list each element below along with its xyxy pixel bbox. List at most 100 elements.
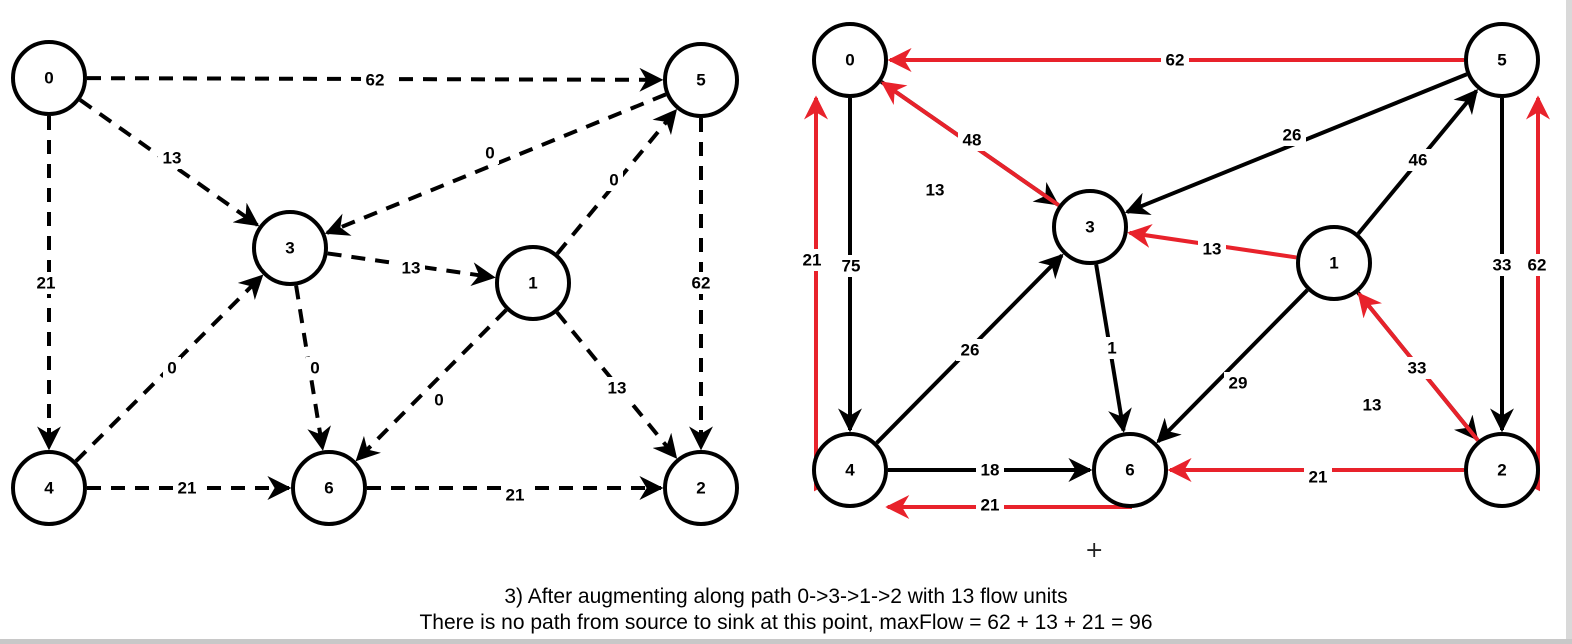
edge-label-5-2: 33 (1493, 256, 1512, 275)
edge-1-to-6 (355, 308, 508, 462)
edge-label-background (687, 272, 715, 294)
window-bottom-edge (0, 639, 1572, 644)
edge-label-5-3: 26 (1283, 126, 1302, 145)
node-6: 6 (1092, 432, 1168, 508)
edge-label-3-6: 1 (1107, 339, 1116, 358)
edge-1-to-5 (555, 108, 678, 256)
node-label: 1 (1329, 254, 1338, 273)
edge-4-to-0 (804, 95, 828, 492)
edge-label-0-3: 48 (963, 131, 982, 150)
edge-label-background (173, 477, 201, 499)
node-3: 3 (1052, 189, 1128, 265)
edge-label-background (158, 147, 186, 169)
edge-2-to-5 (1526, 95, 1550, 492)
edge-label-background (1358, 394, 1386, 416)
node-label: 6 (324, 479, 333, 498)
node-label: 6 (1125, 461, 1134, 480)
node-circle (1296, 225, 1372, 301)
edge-label-1-6: 0 (434, 391, 443, 410)
node-4: 4 (812, 432, 888, 508)
node-label: 1 (528, 274, 537, 293)
node-label: 2 (1497, 461, 1506, 480)
edge-label-background (361, 69, 389, 91)
node-circle (11, 450, 87, 526)
edge-label-background (1161, 49, 1189, 71)
node-0: 0 (812, 22, 888, 98)
node-1: 1 (495, 245, 571, 321)
edge-label-background (976, 459, 1004, 481)
edge-label-background (837, 255, 865, 277)
edge-label-0-3: 13 (163, 149, 182, 168)
window-edge (1566, 0, 1572, 644)
edge-label-background (481, 142, 499, 164)
edge-label-background (1304, 466, 1332, 488)
edge-label-1-2: 33 (1408, 359, 1427, 378)
node-circle (663, 42, 739, 118)
edge-label-6-2: 21 (506, 486, 525, 505)
edge-label-5-2: 62 (692, 274, 711, 293)
edge-label-0-4: 75 (842, 257, 861, 276)
node-circle (495, 245, 571, 321)
edge-label-1-6: 29 (1229, 374, 1248, 393)
edge-label-3-0: 13 (926, 181, 945, 200)
node-circle (1052, 189, 1128, 265)
node-1: 1 (1296, 225, 1372, 301)
edge-1-to-2 (555, 311, 678, 459)
edge-label-4-0: 21 (803, 251, 822, 270)
caption-line-1: 3) After augmenting along path 0->3->1->… (504, 585, 1068, 608)
edge-label-background (397, 257, 425, 279)
node-circle (1092, 432, 1168, 508)
edge-label-background (1403, 357, 1431, 379)
edge-6-to-4 (885, 495, 1132, 519)
node-label: 2 (696, 479, 705, 498)
edge-label-4-3: 0 (167, 359, 176, 378)
edge-label-2-5: 62 (1528, 256, 1547, 275)
edge-label-1-5: 0 (609, 171, 618, 190)
edge-label-5-0: 62 (1166, 51, 1185, 70)
edge-label-background (430, 389, 448, 411)
node-circle (252, 210, 328, 286)
edge-label-3-6: 0 (310, 359, 319, 378)
edge-label-2-6: 21 (1309, 468, 1328, 487)
edge-label-background (958, 129, 986, 151)
node-5: 5 (663, 42, 739, 118)
edge-label-background (798, 249, 826, 271)
edge-label-1-5: 46 (1409, 151, 1428, 170)
edge-1-to-6 (1156, 288, 1309, 444)
edge-label-3-1: 13 (402, 259, 421, 278)
edge-label-1-3: 13 (1203, 240, 1222, 259)
edge-label-background (306, 357, 324, 379)
edge-label-background (605, 169, 623, 191)
node-3: 3 (252, 210, 328, 286)
node-0: 0 (11, 40, 87, 116)
node-circle (291, 450, 367, 526)
edge-label-background (1278, 124, 1306, 146)
edge-label-background (603, 377, 631, 399)
edge-label-background (1404, 149, 1432, 171)
node-label: 5 (1497, 51, 1506, 70)
node-label: 0 (44, 69, 53, 88)
edge-label-0-5: 62 (366, 71, 385, 90)
node-label: 0 (845, 51, 854, 70)
node-5: 5 (1464, 22, 1540, 98)
node-circle (1464, 432, 1540, 508)
node-circle (11, 40, 87, 116)
edge-label-background (976, 494, 1004, 516)
edge-label-background (1198, 238, 1226, 260)
node-circle (812, 22, 888, 98)
edge-label-1-2: 13 (608, 379, 627, 398)
caption-line-2: There is no path from source to sink at … (419, 611, 1153, 634)
edge-label-4-3: 26 (961, 341, 980, 360)
node-2: 2 (1464, 432, 1540, 508)
edge-label-background (956, 339, 984, 361)
edge-label-background (1224, 372, 1252, 394)
node-label: 4 (44, 479, 54, 498)
node-2: 2 (663, 450, 739, 526)
edge-label-background (921, 179, 949, 201)
edge-label-background (163, 357, 181, 379)
edge-label-4-6: 21 (178, 479, 197, 498)
edge-label-6-4: 21 (981, 496, 1000, 515)
